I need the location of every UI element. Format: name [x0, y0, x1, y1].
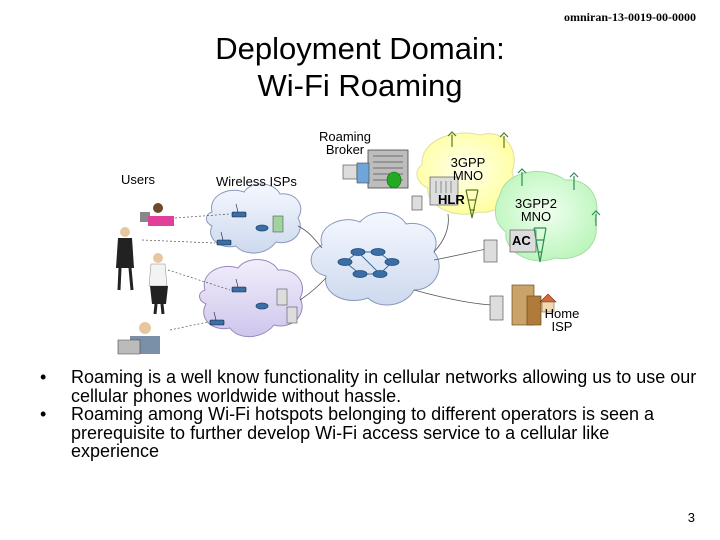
router-icons — [337, 248, 400, 278]
bullet-item: • Roaming is a well know functionality i… — [40, 368, 700, 405]
access-point-icons — [209, 203, 247, 326]
bullet-marker: • — [40, 367, 47, 387]
wisp-server-icons — [272, 215, 298, 324]
ac-server-icon — [483, 229, 537, 263]
3gpp2-mno-label: 3GPP2 MNO — [508, 197, 564, 223]
3gpp2-label-line-2: MNO — [520, 209, 552, 224]
3gpp-label-line-2: MNO — [452, 168, 484, 183]
bullet-list: • Roaming is a well know functionality i… — [40, 368, 700, 461]
3gpp2-tower-icons — [517, 168, 601, 263]
user-icon-1 — [140, 203, 174, 226]
3gpp-mno-label: 3GPP MNO — [440, 156, 496, 182]
home-isp-icons — [489, 284, 557, 326]
document-id: omniran-13-0019-00-0000 — [564, 10, 696, 24]
bullet-text: Roaming is a well know functionality in … — [71, 367, 697, 406]
user-icon-4 — [117, 322, 160, 355]
hlr-label: HLR — [438, 192, 465, 207]
home-isp-label-line-1: Home — [544, 306, 580, 321]
roaming-broker-servers — [342, 149, 409, 189]
wisp-router-icons — [255, 224, 269, 310]
page-number: 3 — [687, 510, 695, 525]
wisp-cloud-1 — [205, 183, 302, 254]
bullet-text: Roaming among Wi-Fi hotspots belonging t… — [71, 404, 654, 461]
3gpp2-label-line-1: 3GPP2 — [515, 196, 557, 211]
ac-label: AC — [512, 233, 531, 248]
home-isp-label-line-2: ISP — [551, 319, 573, 334]
slide-title: Deployment Domain: Wi-Fi Roaming — [180, 30, 540, 104]
broker-label-line-2: Broker — [325, 142, 365, 157]
broker-label-line-1: Roaming — [318, 129, 372, 144]
home-isp-label: Home ISP — [538, 307, 586, 333]
wireless-isps-label: Wireless ISPs — [216, 174, 297, 189]
3gpp-tower-icons — [447, 131, 509, 219]
title-line-1: Deployment Domain: — [215, 31, 505, 66]
roaming-broker-label: Roaming Broker — [300, 130, 390, 156]
users-label: Users — [121, 172, 155, 187]
bullet-marker: • — [40, 404, 47, 424]
user-icon-2 — [116, 227, 134, 291]
title-line-2: Wi-Fi Roaming — [257, 68, 463, 103]
core-network-cloud — [310, 212, 440, 306]
user-icon-3 — [148, 253, 168, 315]
hlr-server-icon — [411, 176, 459, 211]
user-icons — [116, 203, 174, 355]
3gpp-label-line-1: 3GPP — [450, 155, 486, 170]
bullet-item: • Roaming among Wi-Fi hotspots belonging… — [40, 405, 700, 461]
